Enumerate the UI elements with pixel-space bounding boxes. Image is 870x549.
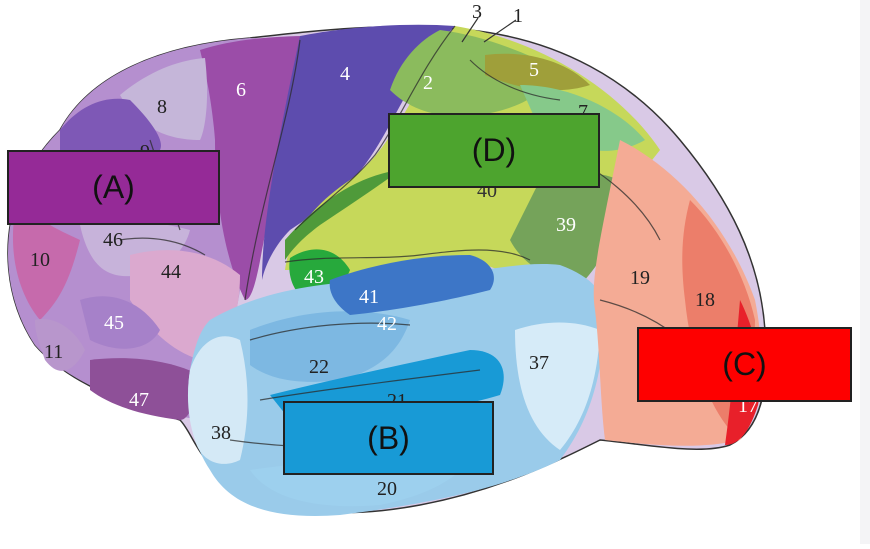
area-45-region [80, 296, 160, 349]
area-37-region [515, 322, 600, 450]
area-42-label: 42 [377, 313, 397, 335]
area-6-region [200, 36, 310, 300]
area-18-label: 18 [695, 289, 715, 311]
area-6-label: 6 [236, 79, 246, 101]
area-1-2-3-region [390, 30, 560, 117]
label-d-text: (D) [471, 132, 517, 168]
area-41-42-region [329, 255, 494, 315]
area-43-label: 43 [304, 266, 324, 288]
area-44-label: 44 [161, 261, 181, 283]
page-edge [860, 0, 870, 544]
area-22-region [250, 311, 410, 382]
area-47-label: 47 [129, 389, 149, 411]
area-2-label: 2 [423, 72, 433, 94]
label-box-a: (A) [7, 150, 220, 225]
area-9-region [60, 98, 161, 150]
label-box-d: (D) [388, 113, 600, 188]
area-47-region [90, 358, 200, 420]
area-37-label: 37 [529, 352, 549, 374]
leader-line-3 [461, 17, 479, 43]
area-11-region [35, 319, 85, 371]
area-41-label: 41 [359, 286, 379, 308]
area-20-label: 20 [377, 478, 397, 500]
area-38-region [187, 336, 248, 464]
area-19-label: 19 [630, 267, 650, 289]
area-46-label: 46 [103, 229, 123, 251]
area-7-label: 7 [578, 101, 588, 123]
area-38-label: 38 [211, 422, 231, 444]
area-10-label: 10 [30, 249, 50, 271]
area-22-label: 22 [309, 356, 329, 378]
leader-line-1 [483, 19, 517, 43]
area-11-label: 11 [44, 341, 63, 363]
area-1-label: 1 [513, 5, 523, 27]
label-a-text: (A) [92, 169, 135, 205]
area-39-label: 39 [556, 214, 576, 236]
label-b-text: (B) [367, 419, 410, 456]
area-3-label: 3 [472, 1, 482, 23]
area-4-label: 4 [340, 63, 350, 85]
label-box-b: (B) [283, 401, 494, 475]
label-box-c: (C) [637, 327, 852, 402]
label-c-text: (C) [722, 346, 767, 382]
area-5-label: 5 [529, 59, 539, 81]
area-45-label: 45 [104, 312, 124, 334]
area-8-label: 8 [157, 96, 167, 118]
area-5-region [485, 53, 590, 91]
